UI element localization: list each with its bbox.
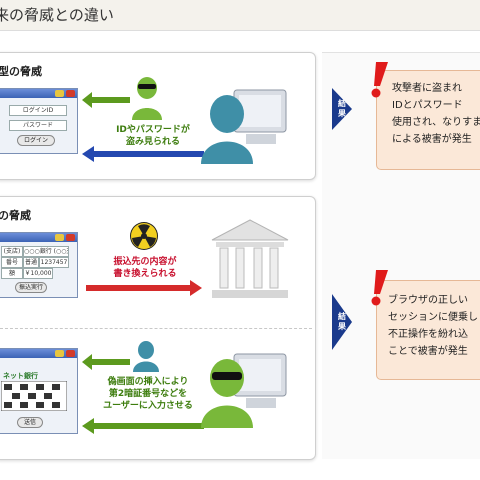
result-label-1: 結果 [332,88,352,130]
close-icon [66,350,75,357]
result-label-1-char-1: 結果 [338,99,346,118]
login-button[interactable]: ログイン [17,135,55,146]
result-1-line-3: 使用され、なりすま [392,117,480,128]
result-1-line-1: 攻撃者に盗まれ [392,83,462,94]
transfer-row-3-value: ￥10,000 [23,268,53,279]
green-arrow-left [82,354,130,370]
transfer-row-1-value: ○○○銀行 (○○支店) [23,246,69,257]
result-text-1: 攻撃者に盗まれ IDとパスワード 使用され、なりすま による被害が発生 [392,80,480,148]
green-arrow-left-long [82,418,204,434]
transfer-execute-button[interactable]: 振込実行 [15,282,47,293]
transfer-window: (支店) ○○○銀行 (○○支店) 番号 普通 1237457 額 ￥10,00… [0,232,78,298]
caption-3-line-2: 第2暗証番号などを [108,389,188,399]
transfer-row-2-type: 普通 [23,257,39,268]
login-id-field[interactable]: ログインID [9,105,67,116]
caption-1: IDやパスワードが 盗み見られる [98,124,208,148]
result-2-line-1: ブラウザの正しい [388,295,468,306]
caption-3-line-1: 偽画面の挿入により [107,377,189,387]
alert-icon [371,270,388,306]
result-1-line-2: IDとパスワード [392,100,463,111]
alert-icon [371,62,388,98]
result-2-line-2: セッションに便乗し [388,312,478,323]
attacker-icon [201,359,253,428]
phishing-window: ネット銀行 送信 [0,348,78,434]
result-label-2: 結果 [332,294,352,350]
minimize-icon [55,90,64,97]
blue-arrow-left [82,146,204,162]
login-window: ログインID パスワード ログイン [0,88,78,154]
minimize-icon [55,350,64,357]
caption-1-line-1: IDやパスワードが [116,125,190,135]
malware-icon [130,222,158,250]
title-bar: 来の脅威との違い [0,0,480,31]
result-box-2 [376,280,480,380]
caption-1-line-2: 盗み見られる [125,137,180,147]
section-title-1: 型の脅威 [0,65,42,78]
section-title-2: の脅威 [0,209,31,222]
transfer-window-titlebar [0,233,77,242]
panel-divider [0,328,312,329]
login-window-titlebar [0,89,77,98]
monitor-icon [233,89,287,144]
attacker-icon [132,77,162,120]
transfer-row-1-label: (支店) [1,246,23,257]
result-box-1 [376,70,480,170]
caption-2-line-1: 振込先の内容が [113,257,177,267]
result-label-2-char-1: 結果 [338,312,346,331]
user-icon [133,341,159,372]
bank-icon [211,219,289,298]
minimize-icon [55,234,64,241]
transfer-row-3-label: 額 [1,268,23,279]
result-2-line-3: 不正操作を紛れ込 [388,329,468,340]
result-1-line-4: による被害が発生 [392,134,472,145]
phishing-header: ネット銀行 [3,372,38,380]
password-field[interactable]: パスワード [9,120,67,131]
monitor-icon [233,353,287,408]
red-arrow-right [86,280,202,296]
transfer-row-2-value: 1237457 [39,257,69,268]
result-2-line-4: ことで被害が発生 [388,346,468,357]
phishing-submit-button[interactable]: 送信 [17,417,43,428]
transfer-row-2-label: 番号 [1,257,23,268]
security-code-grid [1,381,67,411]
caption-3-line-3: ユーザーに入力させる [103,401,193,411]
user-icon [201,95,253,164]
green-arrow-left [82,92,130,108]
close-icon [66,234,75,241]
page-title: 来の脅威との違い [0,6,114,24]
result-text-2: ブラウザの正しい セッションに便乗し 不正操作を紛れ込 ことで被害が発生 [388,292,478,360]
close-icon [66,90,75,97]
caption-3: 偽画面の挿入により 第2暗証番号などを ユーザーに入力させる [88,376,208,412]
caption-2-line-2: 書き換えられる [113,269,177,279]
phishing-window-titlebar [0,349,77,358]
caption-2: 振込先の内容が 書き換えられる [90,256,200,280]
